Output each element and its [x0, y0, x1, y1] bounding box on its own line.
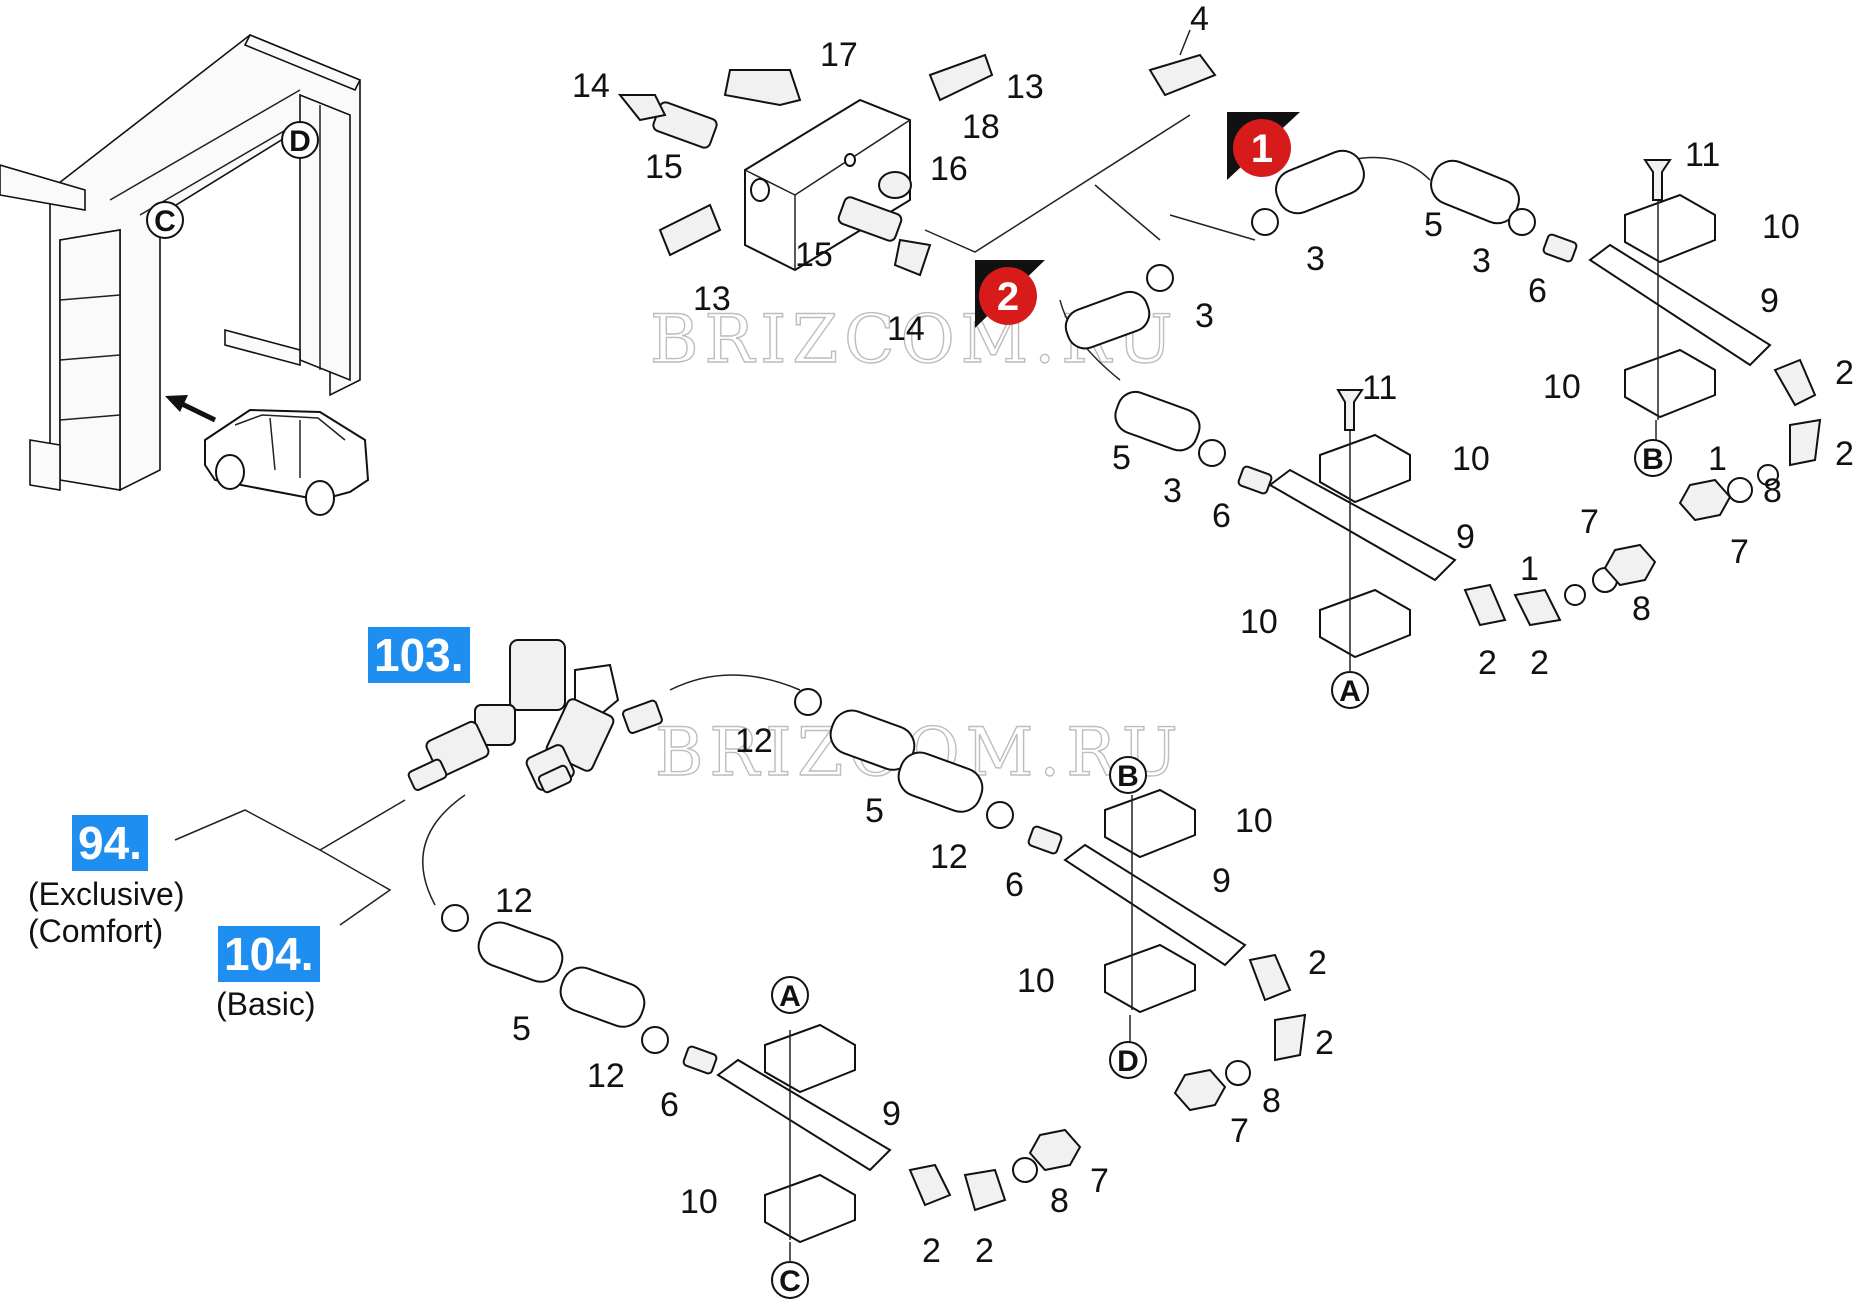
part-number: 10 — [680, 1183, 718, 1221]
part-number: 6 — [660, 1086, 679, 1124]
part-number: 13 — [1006, 68, 1044, 106]
part-number: 15 — [795, 236, 833, 274]
nipple-13-upper-icon — [928, 53, 994, 102]
part-number: 7 — [1090, 1162, 1109, 1200]
part-number: 2 — [1530, 644, 1549, 682]
part-number: 7 — [1580, 503, 1599, 541]
lower-tag-c: C — [779, 1265, 801, 1298]
part-number: 14 — [572, 67, 610, 105]
part-number: 7 — [1730, 533, 1749, 571]
part-number: 8 — [1262, 1082, 1281, 1120]
part-number: 6 — [1528, 272, 1547, 310]
part-number: 17 — [820, 36, 858, 74]
part-number: 11 — [1362, 369, 1397, 407]
entry-arrow-icon — [165, 395, 217, 423]
part-number: 3 — [1472, 242, 1491, 280]
lower-tag-a: A — [779, 980, 801, 1013]
part-number: 5 — [1424, 206, 1443, 244]
part-number: 8 — [1763, 472, 1782, 510]
frame-tag-c — [146, 201, 184, 239]
frame-tag-d — [281, 121, 319, 159]
wash-bay-frame: C D — [0, 33, 362, 492]
part-number: 9 — [1760, 282, 1779, 320]
upper-part-numbers: 4 17 14 13 18 15 16 15 13 14 3 5 3 6 11 … — [572, 0, 1854, 682]
part-number: 2 — [1835, 354, 1854, 392]
elbow-17-icon — [723, 69, 802, 107]
part-number: 15 — [645, 148, 683, 186]
section-label-94[interactable]: 94. — [72, 815, 148, 871]
part-number: 12 — [735, 722, 773, 760]
part-number: 11 — [1685, 136, 1720, 174]
car-icon — [204, 408, 370, 516]
part-number: 1 — [1708, 440, 1727, 478]
frame-tag-d-label: D — [289, 125, 311, 158]
part-number: 12 — [930, 838, 968, 876]
part-number: 18 — [962, 108, 1000, 146]
lower-pipe-run: B D A C — [441, 688, 1307, 1299]
part-number: 9 — [1212, 862, 1231, 900]
part-number: 9 — [1456, 518, 1475, 556]
svg-text:2: 2 — [997, 275, 1019, 319]
plug-16-icon — [878, 171, 912, 199]
part-number: 6 — [1212, 497, 1231, 535]
part-number: 14 — [887, 310, 925, 348]
part-number: 7 — [1230, 1112, 1249, 1150]
part-number: 3 — [1195, 297, 1214, 335]
part-number: 8 — [1632, 590, 1651, 628]
part-number: 2 — [1308, 944, 1327, 982]
part-number: 16 — [930, 150, 968, 188]
part-number: 1 — [1520, 550, 1539, 588]
part-number: 10 — [1017, 962, 1055, 1000]
fitting-15-lower-icon — [837, 196, 903, 242]
variant-marker-2: 2 — [975, 260, 1045, 328]
part-number: 5 — [1112, 439, 1131, 477]
part-number: 10 — [1452, 440, 1490, 478]
upper-tag-a: A — [1339, 675, 1361, 708]
part-number: 12 — [587, 1057, 625, 1095]
section-label-104[interactable]: 104. — [218, 926, 320, 982]
upper-pipe-run: B A — [1064, 149, 1822, 709]
tee-4-icon — [1148, 53, 1217, 97]
part-number: 4 — [1190, 0, 1209, 38]
elbow-14-upper-icon — [617, 94, 667, 122]
part-number: 8 — [1050, 1182, 1069, 1220]
part-number: 2 — [1835, 435, 1854, 473]
variant-comfort: (Comfort) — [28, 913, 163, 949]
manifold-block-assembly — [617, 29, 1217, 277]
part-number: 5 — [865, 792, 884, 830]
variant-basic: (Basic) — [216, 986, 316, 1022]
part-number: 10 — [1235, 802, 1273, 840]
lower-manifold-assembly — [407, 639, 663, 794]
nipple-13-lower-icon — [658, 203, 722, 257]
part-number: 5 — [512, 1010, 531, 1048]
part-number: 13 — [693, 280, 731, 318]
section-label-103[interactable]: 103. — [368, 627, 470, 683]
part-number: 2 — [922, 1232, 941, 1270]
part-number: 10 — [1240, 603, 1278, 641]
upper-tag-b: B — [1642, 443, 1664, 476]
lower-tag-d: D — [1117, 1045, 1139, 1078]
part-number: 3 — [1163, 472, 1182, 510]
variant-exclusive: (Exclusive) — [28, 876, 184, 912]
part-number: 2 — [1478, 644, 1497, 682]
frame-tag-c-label: C — [154, 205, 176, 238]
part-number: 3 — [1306, 240, 1325, 278]
lower-tag-b: B — [1117, 760, 1139, 793]
part-number: 12 — [495, 882, 533, 920]
part-number: 10 — [1543, 368, 1581, 406]
svg-text:1: 1 — [1251, 127, 1273, 171]
part-number: 9 — [882, 1095, 901, 1133]
elbow-14-lower-icon — [893, 238, 932, 277]
variant-marker-1: 1 — [1227, 112, 1300, 180]
part-number: 2 — [1315, 1024, 1334, 1062]
part-number: 6 — [1005, 866, 1024, 904]
part-number: 2 — [975, 1232, 994, 1270]
lower-part-numbers: 12 5 12 6 10 9 2 12 2 5 12 6 10 10 9 10 … — [495, 722, 1334, 1270]
part-number: 10 — [1762, 208, 1800, 246]
